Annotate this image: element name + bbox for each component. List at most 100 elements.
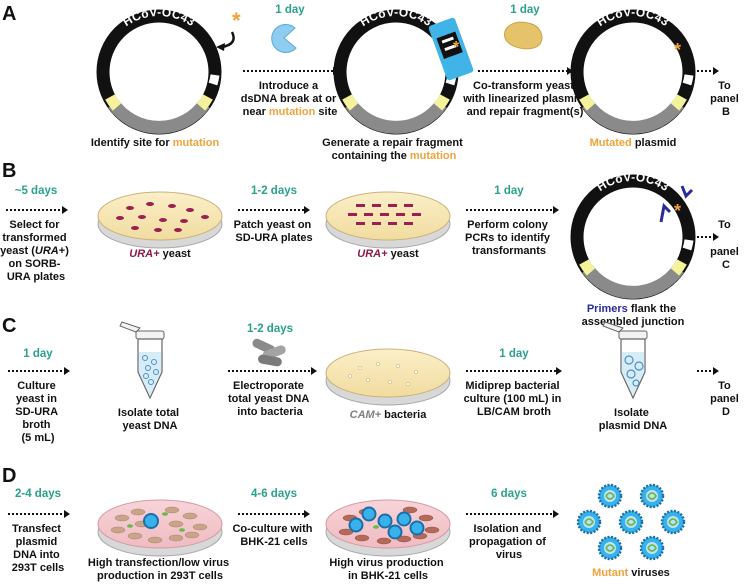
duration-b3: 1 day <box>494 185 524 197</box>
plasmid-label: HCoV-OC43 <box>594 170 671 194</box>
duration-b2: 1-2 days <box>251 185 297 197</box>
panel-c: C 1 day Culture yeast in SD-URA broth (5… <box>2 315 742 444</box>
arrowhead <box>713 367 719 375</box>
enzyme-icon <box>271 24 297 53</box>
panel-letter-d: D <box>2 465 16 487</box>
panel-d: D 2-4 days Transfect plasmid DNA into 29… <box>2 465 686 582</box>
arrow-d1-text: Transfect plasmid DNA into 293T cells <box>12 523 65 574</box>
plasmid-gray-segment <box>582 100 684 134</box>
virus-particle <box>143 513 159 529</box>
arrowhead <box>553 510 559 518</box>
virion <box>597 483 623 509</box>
mutation-star: * <box>674 201 681 221</box>
tube-yeast-dna-icon <box>119 321 165 400</box>
panel-letter-c: C <box>2 315 16 337</box>
panel-b: B ~5 days Select for transformed yeast (… <box>0 160 739 328</box>
bacteria-icon <box>252 338 286 367</box>
arrowhead <box>553 206 559 214</box>
cell-layer <box>338 506 440 545</box>
agar-plate-b2 <box>325 191 451 249</box>
plasmid-yellow-marker <box>670 94 687 111</box>
virion <box>618 509 644 535</box>
virion <box>597 535 623 561</box>
plasmid-b: HCoV-OC43 <box>570 170 696 300</box>
virus-particles <box>348 506 425 540</box>
plasmid-white-marker <box>682 239 694 251</box>
arrow-d3-text: Isolation and propagation of virus <box>469 523 549 561</box>
bacterial-colonies <box>348 362 418 386</box>
step-mutated-label: Mutated plasmid <box>590 137 677 149</box>
step-repair-label: Generate a repair fragment containing th… <box>322 137 466 162</box>
tube2-label: Isolate plasmid DNA <box>599 407 668 432</box>
arrowhead <box>713 67 719 75</box>
duration-c2: 1-2 days <box>247 323 293 335</box>
arrowhead <box>311 367 317 375</box>
plasmid-yellow-marker <box>670 259 687 276</box>
dish1-label: High transfection/low virus production i… <box>88 557 232 582</box>
yeast-cell-icon <box>504 21 543 50</box>
primer-arrows <box>659 185 694 223</box>
arrow-b3-text: Perform colony PCRs to identify transfor… <box>465 219 553 257</box>
mutant-viruses-label: Mutant viruses <box>592 567 670 579</box>
duration-a1: 1 day <box>275 4 305 16</box>
cell-layer <box>110 506 208 544</box>
arrowhead <box>556 367 562 375</box>
plasmid-white-marker <box>682 74 694 86</box>
arrow-a1-text: Introduce a dsDNA break at or near mutat… <box>241 80 340 118</box>
arrow-b1-text: Select for transformed yeast (URA+) on S… <box>0 219 72 283</box>
culture-dish-bhk21 <box>325 499 451 557</box>
plasmid-gray-segment <box>582 265 684 299</box>
arrowhead <box>304 510 310 518</box>
tube-plasmid-dna-icon <box>602 321 648 400</box>
panel-a: A HCoV-OC43 * Identify site for mutation… <box>2 3 742 162</box>
arrowhead <box>64 367 70 375</box>
plate-b2-label: URA+ yeast <box>357 248 419 260</box>
mutation-star: * <box>232 8 241 33</box>
plasmid-label: HCoV-OC43 <box>594 5 671 29</box>
arrow-c1-text: Culture yeast in SD-URA broth (5 mL) <box>15 380 60 444</box>
arrow-b2-text: Patch yeast on SD-URA plates <box>234 219 315 244</box>
patched-colonies <box>348 204 421 225</box>
duration-b1: ~5 days <box>15 185 58 197</box>
arrowhead <box>304 206 310 214</box>
arrowhead <box>62 206 68 214</box>
agar-plate-b1 <box>97 191 223 249</box>
plasmid-yellow-marker <box>579 94 596 111</box>
transfected-cells <box>127 512 185 532</box>
duration-d2: 4-6 days <box>251 488 297 500</box>
plasmid-yellow-marker <box>105 94 122 111</box>
arrow-d2-text: Co-culture with BHK-21 cells <box>232 523 315 548</box>
duration-c3: 1 day <box>499 348 529 360</box>
to-panel-d: To panel D <box>710 380 742 418</box>
arrowhead <box>713 233 719 241</box>
plasmid-yellow-marker <box>433 94 450 111</box>
arrowhead <box>567 67 573 75</box>
virions-icon <box>576 483 686 561</box>
duration-c1: 1 day <box>23 348 53 360</box>
plate-b1-label: URA+ yeast <box>129 248 191 260</box>
duration-a2: 1 day <box>510 4 540 16</box>
plasmid-yellow-marker <box>342 94 359 111</box>
dish2-label: High virus production in BHK-21 cells <box>329 557 446 582</box>
plasmid-yellow-marker <box>579 259 596 276</box>
plasmid-a3: HCoV-OC43 <box>570 5 696 135</box>
repair-fragment <box>428 17 474 81</box>
panel-letter-b: B <box>2 160 16 182</box>
agar-plate-cam <box>325 348 451 406</box>
cam-plate-label: CAM+ bacteria <box>350 409 428 421</box>
yeast-colonies <box>116 202 209 232</box>
culture-dish-293t <box>97 499 223 557</box>
plasmid-a1: HCoV-OC43 <box>96 5 222 135</box>
tube1-label: Isolate total yeast DNA <box>118 407 182 432</box>
duration-d3: 6 days <box>491 488 527 500</box>
primers-label: Primers flank the assembled junction <box>582 303 685 328</box>
mutation-star: * <box>674 40 681 60</box>
plasmid-gray-segment <box>108 100 210 134</box>
arrow-a2-text: Co-transform yeast with linearized plasm… <box>462 80 586 118</box>
duration-d1: 2-4 days <box>15 488 61 500</box>
panel-letter-a: A <box>2 3 16 25</box>
plasmid-label: HCoV-OC43 <box>120 5 197 29</box>
plasmid-white-marker <box>208 74 220 86</box>
to-panel-b: To panel B <box>710 80 742 118</box>
